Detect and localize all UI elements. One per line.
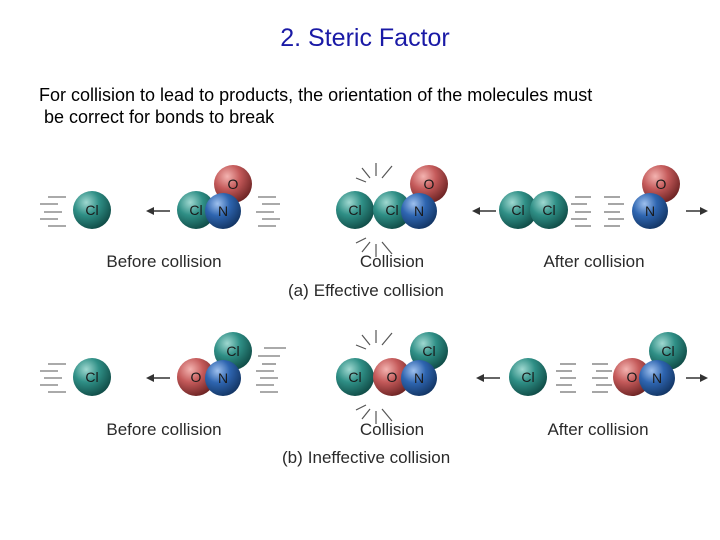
scenario-a-collision: Cl O Cl N Collision: [336, 163, 448, 271]
stage-label-collision: Collision: [360, 420, 424, 439]
scenario-caption: (b) Ineffective collision: [282, 448, 450, 467]
atom-symbol: N: [652, 370, 662, 386]
stage-label-after: After collision: [543, 252, 644, 271]
atom-symbol: Cl: [85, 202, 98, 218]
stage-label-collision: Collision: [360, 252, 424, 271]
motion-lines: [40, 347, 286, 393]
caption-tag: (b): [282, 448, 303, 467]
atom-symbol: Cl: [521, 369, 534, 385]
intro-line-1: For collision to lead to products, the o…: [39, 85, 593, 105]
atom-symbol: Cl: [348, 202, 361, 218]
atom-symbol: Cl: [385, 202, 398, 218]
chlorine-atom: Cl: [177, 191, 215, 229]
atom-symbol: N: [218, 203, 228, 219]
chlorine-atom: Cl: [499, 191, 537, 229]
scenario-a-after: Cl Cl O N After collision: [472, 165, 708, 271]
caption-text: Ineffective collision: [308, 448, 450, 467]
chlorine-atom: Cl: [336, 191, 374, 229]
caption-tag: (a): [288, 281, 309, 300]
scenario-b-collision: Cl Cl O N Collision: [336, 330, 448, 439]
impact-lines: [355, 330, 393, 424]
atom-symbol: Cl: [226, 343, 239, 359]
atom-symbol: Cl: [189, 202, 202, 218]
atom-symbol: O: [387, 369, 398, 385]
intro-text: For collision to lead to products, the o…: [39, 84, 689, 128]
scenario-b-after: Cl Cl O N After collision: [476, 332, 708, 439]
atom-symbol: O: [656, 176, 667, 192]
scenario-a-before: Cl O Cl N Before collision: [40, 165, 280, 271]
atom-symbol: N: [218, 370, 228, 386]
nitrogen-atom: N: [205, 193, 241, 229]
oxygen-atom: O: [373, 358, 411, 396]
atom-symbol: Cl: [348, 369, 361, 385]
nitrogen-atom: N: [401, 360, 437, 396]
slide-title: 2. Steric Factor: [280, 24, 450, 52]
scenario-b-before: Cl Cl O N Before collision: [40, 332, 286, 439]
chlorine-atom: Cl: [509, 358, 547, 396]
nitrogen-atom: N: [639, 360, 675, 396]
stage-label-before: Before collision: [106, 252, 221, 271]
chlorine-atom: Cl: [336, 358, 374, 396]
atom-symbol: N: [414, 370, 424, 386]
atom-symbol: O: [228, 176, 239, 192]
atom-symbol: Cl: [85, 369, 98, 385]
caption-text: Effective collision: [314, 281, 444, 300]
chlorine-atom: Cl: [73, 191, 111, 229]
motion-lines: [556, 363, 612, 393]
chlorine-atom: Cl: [73, 358, 111, 396]
motion-lines: [40, 196, 280, 227]
oxygen-atom: O: [177, 358, 215, 396]
nitrogen-atom: N: [205, 360, 241, 396]
atom-symbol: O: [627, 369, 638, 385]
atom-symbol: O: [424, 176, 435, 192]
atom-symbol: Cl: [661, 343, 674, 359]
nitrogen-atom: N: [401, 193, 437, 229]
scenario-b: Cl Cl O N Before collision: [40, 330, 708, 467]
stage-label-before: Before collision: [106, 420, 221, 439]
atom-symbol: N: [414, 203, 424, 219]
atom-symbol: Cl: [511, 202, 524, 218]
atom-symbol: Cl: [422, 343, 435, 359]
nitrogen-atom: N: [632, 193, 668, 229]
stage-label-after: After collision: [547, 420, 648, 439]
chlorine-atom: Cl: [530, 191, 568, 229]
atom-symbol: N: [645, 203, 655, 219]
motion-lines: [571, 196, 624, 227]
atom-symbol: Cl: [542, 202, 555, 218]
intro-line-2: be correct for bonds to break: [44, 107, 275, 127]
scenario-a: Cl O Cl N Before collision: [40, 163, 708, 300]
chlorine-atom: Cl: [373, 191, 411, 229]
atom-symbol: O: [191, 369, 202, 385]
impact-lines: [355, 163, 393, 257]
scenario-caption: (a) Effective collision: [288, 281, 444, 300]
